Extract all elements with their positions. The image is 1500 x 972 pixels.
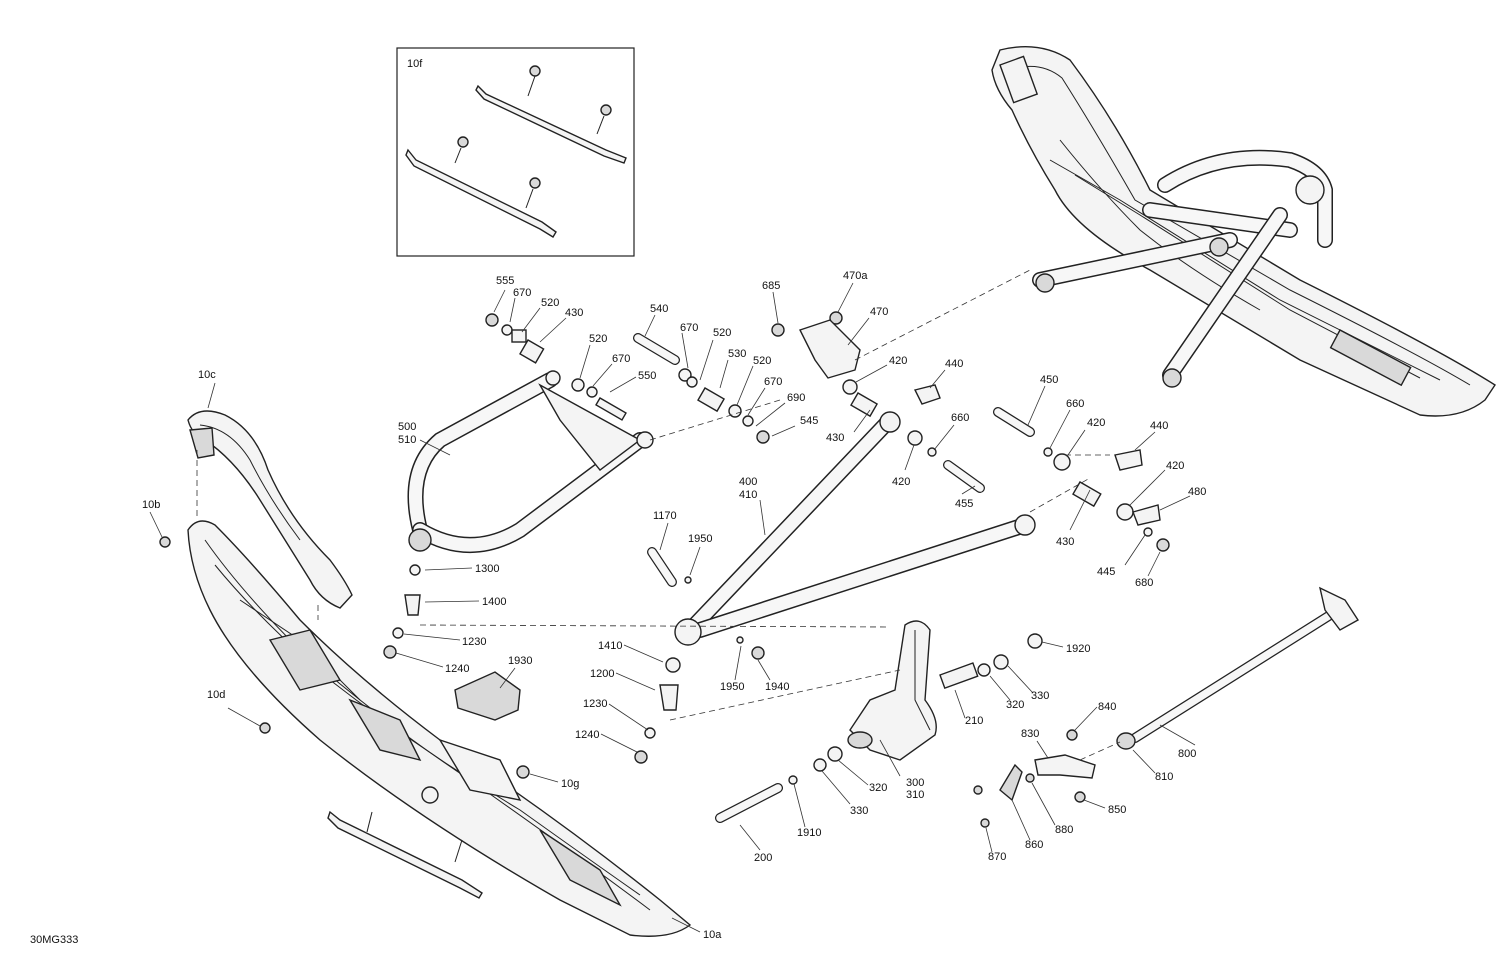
callout-label: 510 [398,434,416,446]
callout-label: 670 [680,322,698,334]
callout-label: 445 [1097,566,1115,578]
callout-label: 400 [739,476,757,488]
callout-label: 10d [207,689,225,701]
callout-label: 860 [1025,839,1043,851]
callout-label: 10g [561,778,579,790]
callout-label: 1940 [765,681,789,693]
callout-label: 450 [1040,374,1058,386]
callout-label: 1240 [445,663,469,675]
callout-label: 300 [906,777,924,789]
callout-label: 420 [889,355,907,367]
callout-label: 540 [650,303,668,315]
callout-label: 330 [1031,690,1049,702]
callout-label: 660 [1066,398,1084,410]
callout-label: 455 [955,498,973,510]
callout-label: 200 [754,852,772,864]
callout-label: 680 [1135,577,1153,589]
callout-label: 545 [800,415,818,427]
callout-label: 420 [1087,417,1105,429]
callout-label: 1230 [583,698,607,710]
callout-label: 1950 [688,533,712,545]
callout-label: 1300 [475,563,499,575]
callout-label: 530 [728,348,746,360]
left-ski-assembly [187,410,692,937]
upper-a-arm [407,370,654,553]
callout-label: 10a [703,929,722,941]
runner-lower [405,148,557,238]
callout-label: 440 [1150,420,1168,432]
nut-icon [454,136,469,164]
callout-label: 520 [541,297,559,309]
callout-label: 670 [612,353,630,365]
callout-label: 520 [589,333,607,345]
callout-label: 330 [850,805,868,817]
callout-label: 1230 [462,636,486,648]
callout-label: 1930 [508,655,532,667]
callout-label: 1200 [590,668,614,680]
callout-label: 320 [869,782,887,794]
callout-label: 410 [739,489,757,501]
callout-label: 670 [513,287,531,299]
nut-icon [525,177,541,209]
right-ski-assembly [991,45,1496,417]
callout-label: 10c [198,369,216,381]
callout-label: 840 [1098,701,1116,713]
callout-label: 1950 [720,681,744,693]
callout-label: 320 [1006,699,1024,711]
callout-label: 520 [713,327,731,339]
callout-label: 430 [565,307,583,319]
callout-label: 500 [398,421,416,433]
callout-label: 1240 [575,729,599,741]
callout-label: 420 [1166,460,1184,472]
runner-upper [475,84,627,164]
lower-a-arm [674,411,1036,646]
small-parts [159,311,1170,828]
callout-label: 10f [407,58,423,70]
callout-label: 800 [1178,748,1196,760]
callout-label: 10b [142,499,160,511]
callout-label: 1920 [1066,643,1090,655]
diagram-code: 30MG333 [30,934,78,946]
callout-label: 880 [1055,824,1073,836]
callout-label: 520 [753,355,771,367]
callout-label: 870 [988,851,1006,863]
callout-label: 555 [496,275,514,287]
callout-label: 1410 [598,640,622,652]
callout-label: 430 [826,432,844,444]
assembly-lines [196,269,1121,761]
callout-label: 440 [945,358,963,370]
callout-label: 660 [951,412,969,424]
leader-lines [149,282,1196,933]
callout-label: 690 [787,392,805,404]
callout-label: 1400 [482,596,506,608]
inset-box-10f [396,47,635,257]
callout-label: 830 [1021,728,1039,740]
callout-label: 1170 [653,510,677,522]
callout-labels: 10f 555 670 520 430 520 670 550 540 670 … [142,58,1206,941]
callout-label: 430 [1056,536,1074,548]
callout-label: 310 [906,789,924,801]
callout-label: 210 [965,715,983,727]
callout-label: 470 [870,306,888,318]
nut-icon [527,65,541,97]
callout-label: 470a [843,270,868,282]
callout-label: 685 [762,280,780,292]
spindle [847,620,937,761]
nut-icon [596,104,612,135]
callout-label: 420 [892,476,910,488]
callout-label: 850 [1108,804,1126,816]
callout-label: 550 [638,370,656,382]
callout-label: 480 [1188,486,1206,498]
tie-rod [1116,586,1359,750]
callout-label: 670 [764,376,782,388]
callout-label: 810 [1155,771,1173,783]
callout-label: 1910 [797,827,821,839]
